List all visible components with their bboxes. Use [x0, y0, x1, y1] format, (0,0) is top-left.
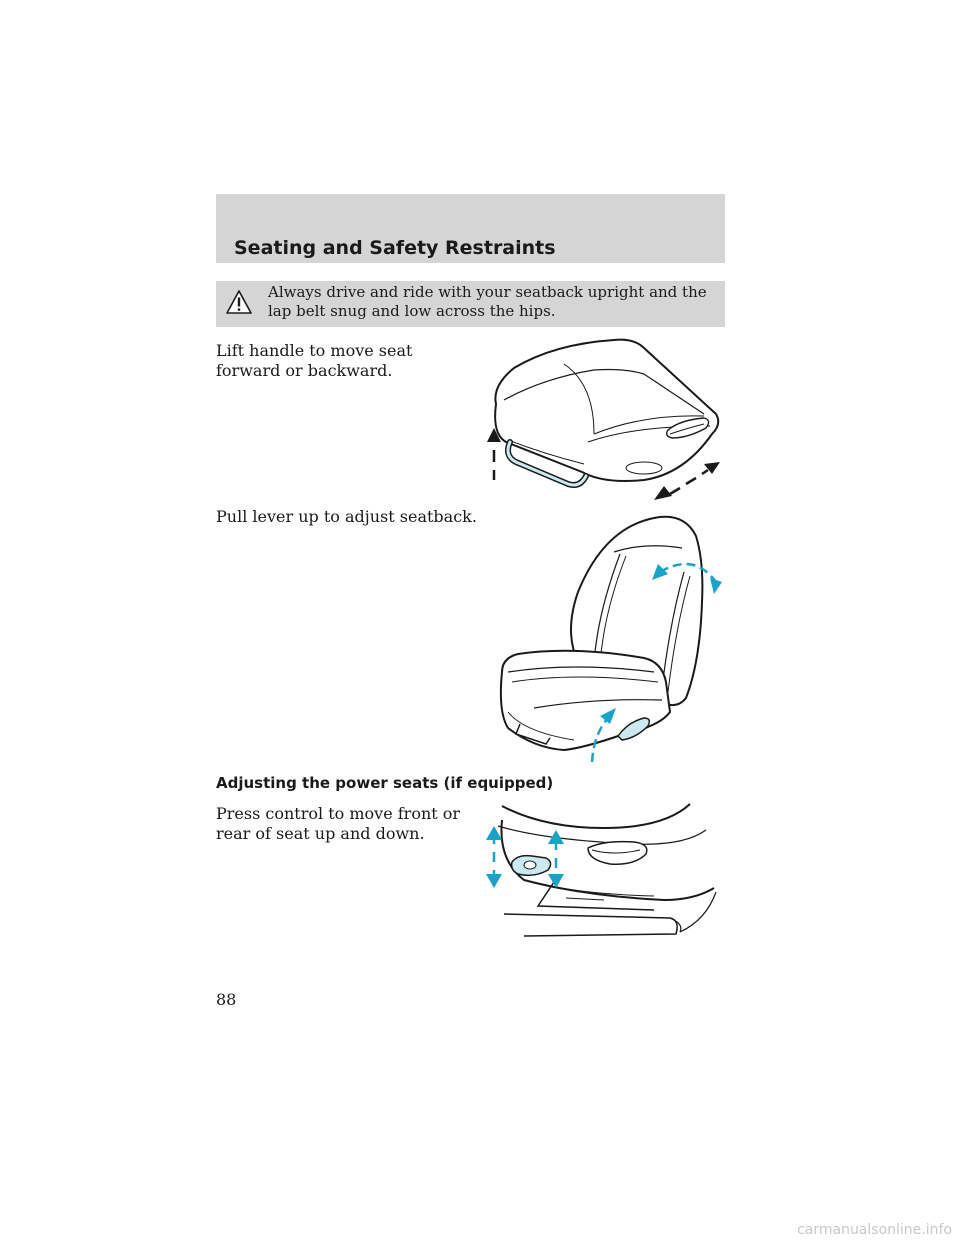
warning-text: Always drive and ride with your seatback… — [268, 283, 707, 320]
press-control-instruction: Press control to move front or rear of s… — [216, 804, 461, 843]
power-seats-heading: Adjusting the power seats (if equipped) — [216, 774, 554, 792]
page-number: 88 — [216, 990, 237, 1009]
warning-triangle-icon — [226, 290, 252, 314]
seatback-recline-illustration — [499, 515, 722, 763]
lift-handle-instruction: Lift handle to move seat forward or back… — [216, 341, 413, 380]
warning-box: Always drive and ride with your seatback… — [216, 281, 725, 327]
section-title: Seating and Safety Restraints — [234, 237, 556, 259]
power-seat-control-illustration — [486, 803, 717, 937]
seat-track-illustration — [487, 338, 720, 500]
section-header-bar: Seating and Safety Restraints — [216, 194, 725, 263]
pull-lever-instruction: Pull lever up to adjust seatback. — [216, 507, 477, 526]
footer-watermark: carmanualsonline.info — [797, 1222, 952, 1238]
